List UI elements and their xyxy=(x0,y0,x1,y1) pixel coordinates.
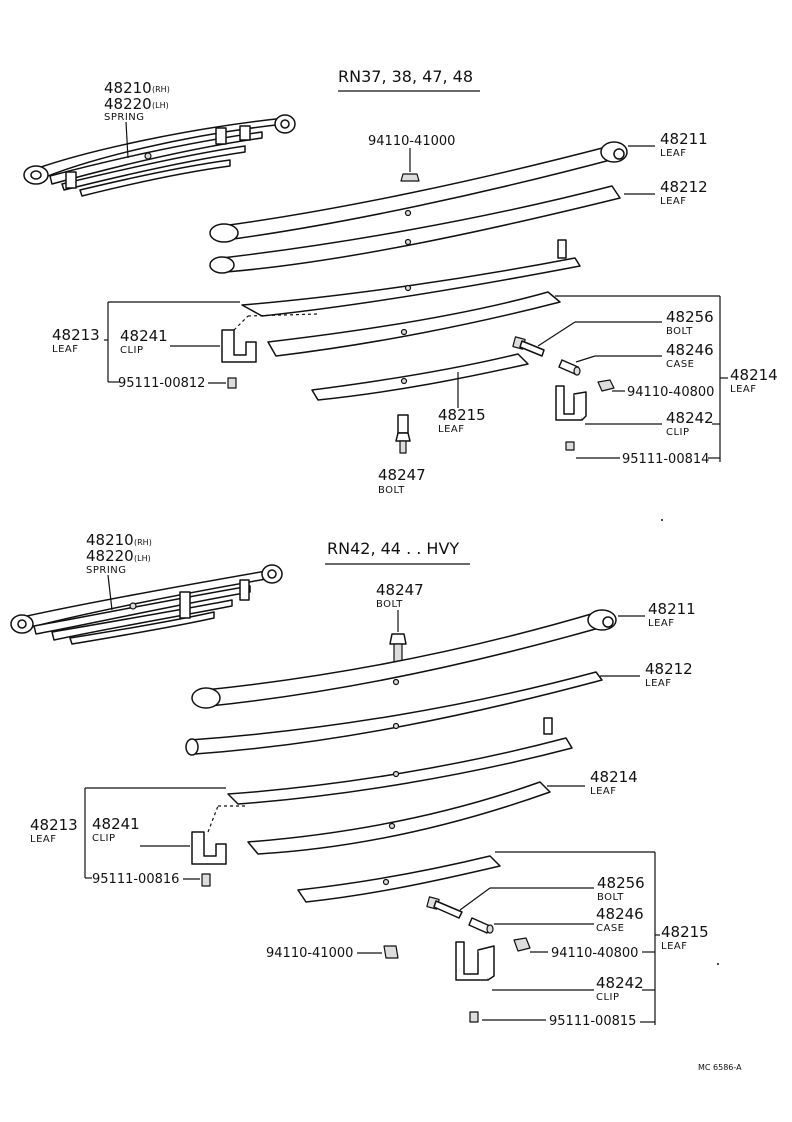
case-number: 48246 xyxy=(666,341,714,359)
center-bolt-2 xyxy=(389,633,407,671)
leaf2-3-name: LEAF xyxy=(30,834,56,845)
center-bolt2-name: BOLT xyxy=(376,599,403,610)
case2-name: CASE xyxy=(596,923,625,934)
clip2-48241 xyxy=(191,805,248,865)
group2-name: LEAF xyxy=(661,941,687,952)
bolt2-2-number: 48256 xyxy=(597,874,645,892)
case-name: CASE xyxy=(666,359,695,370)
leaf5-number: 48215 xyxy=(438,406,486,424)
leaf3-number: 48213 xyxy=(52,326,100,344)
leaf2-48214 xyxy=(247,781,551,855)
clip2-1-number: 48241 xyxy=(92,815,140,833)
speck-dot xyxy=(717,963,719,965)
group-number: 48214 xyxy=(730,366,778,384)
nut-right-code: 94110-40800 xyxy=(627,385,714,400)
section-2-title: RN42, 44 . . HVY xyxy=(327,539,459,558)
leaf2-48211 xyxy=(191,609,617,709)
spring-lh-side: (LH) xyxy=(152,101,169,110)
bolt2-small-1-icon xyxy=(201,873,211,887)
clip2-name: CLIP xyxy=(666,427,690,438)
clip1-number: 48241 xyxy=(120,327,168,345)
section-2: RN42, 44 . . HVY 48210 (RH) 48220 (LH) S… xyxy=(10,531,709,1029)
leaf5-name: LEAF xyxy=(438,424,464,435)
leaf2-1-name: LEAF xyxy=(648,618,674,629)
spring-rh-side: (RH) xyxy=(152,85,170,94)
group2-number: 48215 xyxy=(661,923,709,941)
leaf-4 xyxy=(267,291,561,357)
nut2-right-icon xyxy=(513,937,531,952)
nut-top-icon xyxy=(400,173,420,182)
spring2-lh-side: (LH) xyxy=(134,554,151,563)
bolt-small-2-icon xyxy=(565,441,575,451)
nut-top-code: 94110-41000 xyxy=(368,134,455,149)
bolt-small-2-code: 95111-00814 xyxy=(622,452,709,467)
clip-48242 xyxy=(555,385,587,421)
leaf2-name: LEAF xyxy=(660,196,686,207)
bolt2-2-name: BOLT xyxy=(597,892,624,903)
center-bolt-1 xyxy=(395,414,411,454)
leaf-48212 xyxy=(209,185,621,274)
clip2-2-number: 48242 xyxy=(596,974,644,992)
clip2-48242 xyxy=(455,941,495,981)
case2-number: 48246 xyxy=(596,905,644,923)
group-name: LEAF xyxy=(730,384,756,395)
nut-right-icon xyxy=(597,379,615,392)
leaf2-4-number: 48214 xyxy=(590,768,638,786)
bolt-small-1-code: 95111-00812 xyxy=(118,376,205,391)
clip-48241 xyxy=(221,313,319,363)
spring2-lh-number: 48220 xyxy=(86,547,134,565)
leaf2-3-number: 48213 xyxy=(30,816,78,834)
speck-dot xyxy=(661,519,663,521)
section-1-title: RN37, 38, 47, 48 xyxy=(338,67,473,86)
spring2-rh-number: 48210 xyxy=(86,531,134,549)
center-bolt-name: BOLT xyxy=(378,485,405,496)
leaf1-number: 48211 xyxy=(660,130,708,148)
nut-left-icon xyxy=(383,945,399,959)
assembled-spring-1 xyxy=(23,114,296,197)
spring-rh-number: 48210 xyxy=(104,79,152,97)
case-48246 xyxy=(558,359,581,376)
bolt2-small-1-code: 95111-00816 xyxy=(92,872,179,887)
assembled-spring-2 xyxy=(10,564,283,645)
leaf-48215 xyxy=(311,353,529,401)
leaf2-48212 xyxy=(185,671,603,756)
bolt2-small-2-icon xyxy=(469,1011,479,1023)
clip2-2-name: CLIP xyxy=(596,992,620,1003)
center-bolt-number: 48247 xyxy=(378,466,426,484)
case2-48246 xyxy=(468,917,494,934)
spring2-rh-side: (RH) xyxy=(134,538,152,547)
clip2-1-name: CLIP xyxy=(92,833,116,844)
clip1-name: CLIP xyxy=(120,345,144,356)
leaf2-1-number: 48211 xyxy=(648,600,696,618)
bolt-48256 xyxy=(512,336,545,357)
bolt2-small-2-code: 95111-00815 xyxy=(549,1014,636,1029)
leaf1-name: LEAF xyxy=(660,148,686,159)
leaf2-2-number: 48212 xyxy=(645,660,693,678)
leaf3-name: LEAF xyxy=(52,344,78,355)
spring2-name: SPRING xyxy=(86,565,127,576)
leaf2-2-name: LEAF xyxy=(645,678,671,689)
section-1: RN37, 38, 47, 48 48210 (RH) 48220 (LH) S… xyxy=(23,67,778,496)
leaf2-5 xyxy=(297,855,501,903)
bolt2-48256 xyxy=(426,896,463,919)
clip2-number: 48242 xyxy=(666,409,714,427)
bolt2-name: BOLT xyxy=(666,326,693,337)
leaf2-4-name: LEAF xyxy=(590,786,616,797)
bolt-small-1-icon xyxy=(227,377,237,389)
leaf2-48213 xyxy=(227,717,573,805)
leaf-48213 xyxy=(241,239,581,317)
spring-name: SPRING xyxy=(104,112,145,123)
center-bolt2-number: 48247 xyxy=(376,581,424,599)
bolt2-number: 48256 xyxy=(666,308,714,326)
spring-lh-number: 48220 xyxy=(104,95,152,113)
nut2-right-code: 94110-40800 xyxy=(551,946,638,961)
leaf-48211 xyxy=(209,141,628,243)
leaf2-number: 48212 xyxy=(660,178,708,196)
nut-left-code: 94110-41000 xyxy=(266,946,353,961)
footer-code: MC 6586-A xyxy=(698,1063,742,1072)
